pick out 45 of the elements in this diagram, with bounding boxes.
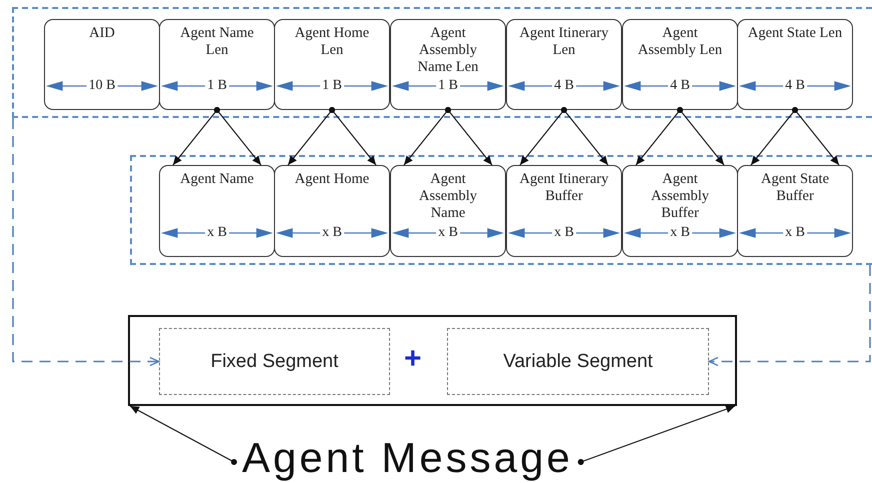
- message-box: [128, 315, 737, 406]
- arrow: [578, 405, 736, 465]
- field-name: Agent Home Len: [294, 25, 370, 59]
- dashed-arrow: [12, 118, 160, 366]
- plus-sign: +: [404, 344, 422, 374]
- field-box: [506, 19, 622, 110]
- message-label: Agent Message: [228, 433, 587, 483]
- arrow: [561, 107, 608, 166]
- field-name: Agent Name Len: [179, 25, 255, 59]
- arrow: [445, 107, 492, 166]
- field-box: [390, 165, 506, 257]
- field-box: [159, 165, 275, 257]
- field-name: Agent Name: [179, 171, 255, 188]
- segment-label: Fixed Segment: [210, 350, 338, 372]
- segment-box: [447, 328, 709, 395]
- field-box: [737, 19, 853, 110]
- dashed-arrow: [708, 265, 871, 366]
- arrow: [130, 406, 237, 465]
- field-name: AID: [88, 25, 116, 42]
- field-name: Agent Assembly Buffer: [650, 171, 710, 222]
- field-name: Agent State Len: [747, 25, 843, 42]
- arrow: [214, 107, 262, 166]
- dashed-group-box: [130, 155, 872, 265]
- field-box: [737, 165, 853, 257]
- field-box: [506, 165, 622, 257]
- field-box: [622, 165, 738, 257]
- field-name: Agent Assembly Len: [636, 25, 724, 59]
- field-box: [622, 19, 738, 110]
- arrow: [677, 107, 724, 166]
- field-name: Agent Home: [294, 171, 370, 188]
- field-box: [274, 165, 390, 257]
- field-name: Agent Itinerary Buffer: [518, 171, 610, 205]
- field-box: [159, 19, 275, 110]
- field-name: Agent Assembly Name: [418, 171, 478, 222]
- field-box: [274, 19, 390, 110]
- arrow: [329, 107, 376, 166]
- segment-label: Variable Segment: [503, 350, 653, 372]
- arrow: [792, 107, 840, 166]
- field-box: [390, 19, 506, 110]
- field-name: Agent Itinerary Len: [518, 25, 610, 59]
- field-box: [44, 19, 160, 110]
- field-name: Agent Assembly Name Len: [416, 25, 480, 76]
- field-name: Agent State Buffer: [760, 171, 830, 205]
- dashed-group-box: [12, 7, 872, 118]
- segment-box: [159, 328, 390, 395]
